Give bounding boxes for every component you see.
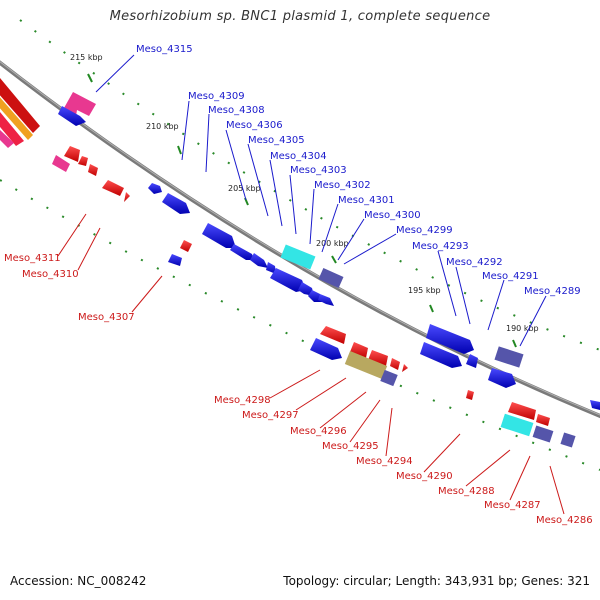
gene-label: Meso_4296 bbox=[290, 426, 347, 437]
tick-label: 200 kbp bbox=[316, 239, 349, 248]
tick-label: 210 kbp bbox=[146, 122, 179, 131]
gene-arrow bbox=[318, 294, 334, 306]
guide-arcs bbox=[0, 19, 600, 471]
gene-arrow bbox=[508, 402, 536, 420]
gene-arrow bbox=[368, 350, 388, 366]
gene-label: Meso_4315 bbox=[136, 44, 193, 55]
gene-box bbox=[380, 369, 398, 387]
gene-box bbox=[318, 268, 344, 288]
reverse-genes bbox=[52, 146, 576, 448]
gene-label: Meso_4290 bbox=[396, 471, 453, 482]
gene-arrow bbox=[148, 183, 162, 194]
gene-arrow bbox=[124, 192, 130, 202]
gene-label: Meso_4303 bbox=[290, 165, 347, 176]
gene-label: Meso_4309 bbox=[188, 91, 245, 102]
gene-arrow bbox=[102, 180, 124, 196]
gene-label: Meso_4307 bbox=[78, 312, 135, 323]
gene-box bbox=[532, 425, 554, 443]
gene-arrow bbox=[390, 358, 400, 370]
gene-arrow bbox=[402, 364, 408, 372]
gene-box bbox=[344, 351, 388, 379]
gene-arrow bbox=[88, 164, 98, 176]
gene-arrow bbox=[168, 254, 182, 266]
gene-box bbox=[560, 432, 576, 448]
tick-label: 195 kbp bbox=[408, 286, 441, 295]
accession-text: Accession: NC_008242 bbox=[10, 574, 147, 588]
gene-label: Meso_4288 bbox=[438, 486, 495, 497]
gene-arrow bbox=[250, 253, 268, 268]
gene-label: Meso_4295 bbox=[322, 441, 379, 452]
gene-label: Meso_4306 bbox=[226, 120, 283, 131]
gene-arrow bbox=[270, 268, 306, 292]
gene-arrow bbox=[466, 390, 474, 400]
gene-arrow bbox=[320, 326, 346, 344]
gene-label: Meso_4301 bbox=[338, 195, 395, 206]
gene-label: Meso_4291 bbox=[482, 271, 539, 282]
gene-arrow bbox=[202, 223, 236, 248]
gene-label: Meso_4311 bbox=[4, 253, 61, 264]
gene-label: Meso_4310 bbox=[22, 269, 79, 280]
gene-arrow bbox=[78, 156, 88, 166]
gene-arrow bbox=[466, 354, 478, 368]
tick-label: 215 kbp bbox=[70, 53, 103, 62]
tick-label: 205 kbp bbox=[228, 184, 261, 193]
tick-label: 190 kbp bbox=[506, 324, 539, 333]
gene-label: Meso_4293 bbox=[412, 241, 469, 252]
gene-box bbox=[280, 244, 316, 270]
gene-arrow bbox=[52, 155, 70, 172]
reverse-leaders bbox=[57, 213, 565, 515]
gene-label: Meso_4304 bbox=[270, 151, 327, 162]
gene-arrow bbox=[426, 324, 474, 354]
gene-arrow bbox=[310, 338, 342, 360]
gene-box bbox=[500, 413, 534, 437]
gene-label: Meso_4305 bbox=[248, 135, 305, 146]
gene-arrow bbox=[64, 146, 80, 162]
gene-arrow bbox=[230, 244, 254, 260]
gene-label: Meso_4299 bbox=[396, 225, 453, 236]
gene-arrow bbox=[58, 106, 86, 126]
gene-arrow bbox=[162, 193, 190, 214]
topology-summary: Topology: circular; Length: 343,931 bp; … bbox=[283, 574, 590, 588]
gene-label: Meso_4298 bbox=[214, 395, 271, 406]
forward-leaders bbox=[95, 54, 547, 347]
forward-genes bbox=[58, 92, 600, 410]
gene-arrow bbox=[266, 262, 276, 274]
kbp-ticks bbox=[87, 73, 517, 348]
gene-arrow bbox=[488, 368, 516, 388]
gene-arrow bbox=[590, 400, 600, 410]
gene-arrow bbox=[350, 342, 368, 358]
gene-label: Meso_4289 bbox=[524, 286, 581, 297]
feature-band bbox=[0, 78, 40, 148]
map-title: Mesorhizobium sp. BNC1 plasmid 1, comple… bbox=[109, 9, 491, 24]
gene-label: Meso_4297 bbox=[242, 410, 299, 421]
gene-label: Meso_4287 bbox=[484, 500, 541, 511]
gene-label: Meso_4292 bbox=[446, 257, 503, 268]
gene-label: Meso_4286 bbox=[536, 515, 593, 526]
gene-arrow bbox=[180, 240, 192, 252]
gene-label: Meso_4300 bbox=[364, 210, 421, 221]
gene-arrow bbox=[298, 282, 314, 296]
gene-arrow bbox=[420, 342, 462, 368]
gene-arrow bbox=[536, 414, 550, 426]
gene-label: Meso_4308 bbox=[208, 105, 265, 116]
gene-arrow bbox=[64, 92, 96, 116]
gene-label: Meso_4294 bbox=[356, 456, 413, 467]
gene-label: Meso_4302 bbox=[314, 180, 371, 191]
gene-box bbox=[494, 346, 524, 368]
